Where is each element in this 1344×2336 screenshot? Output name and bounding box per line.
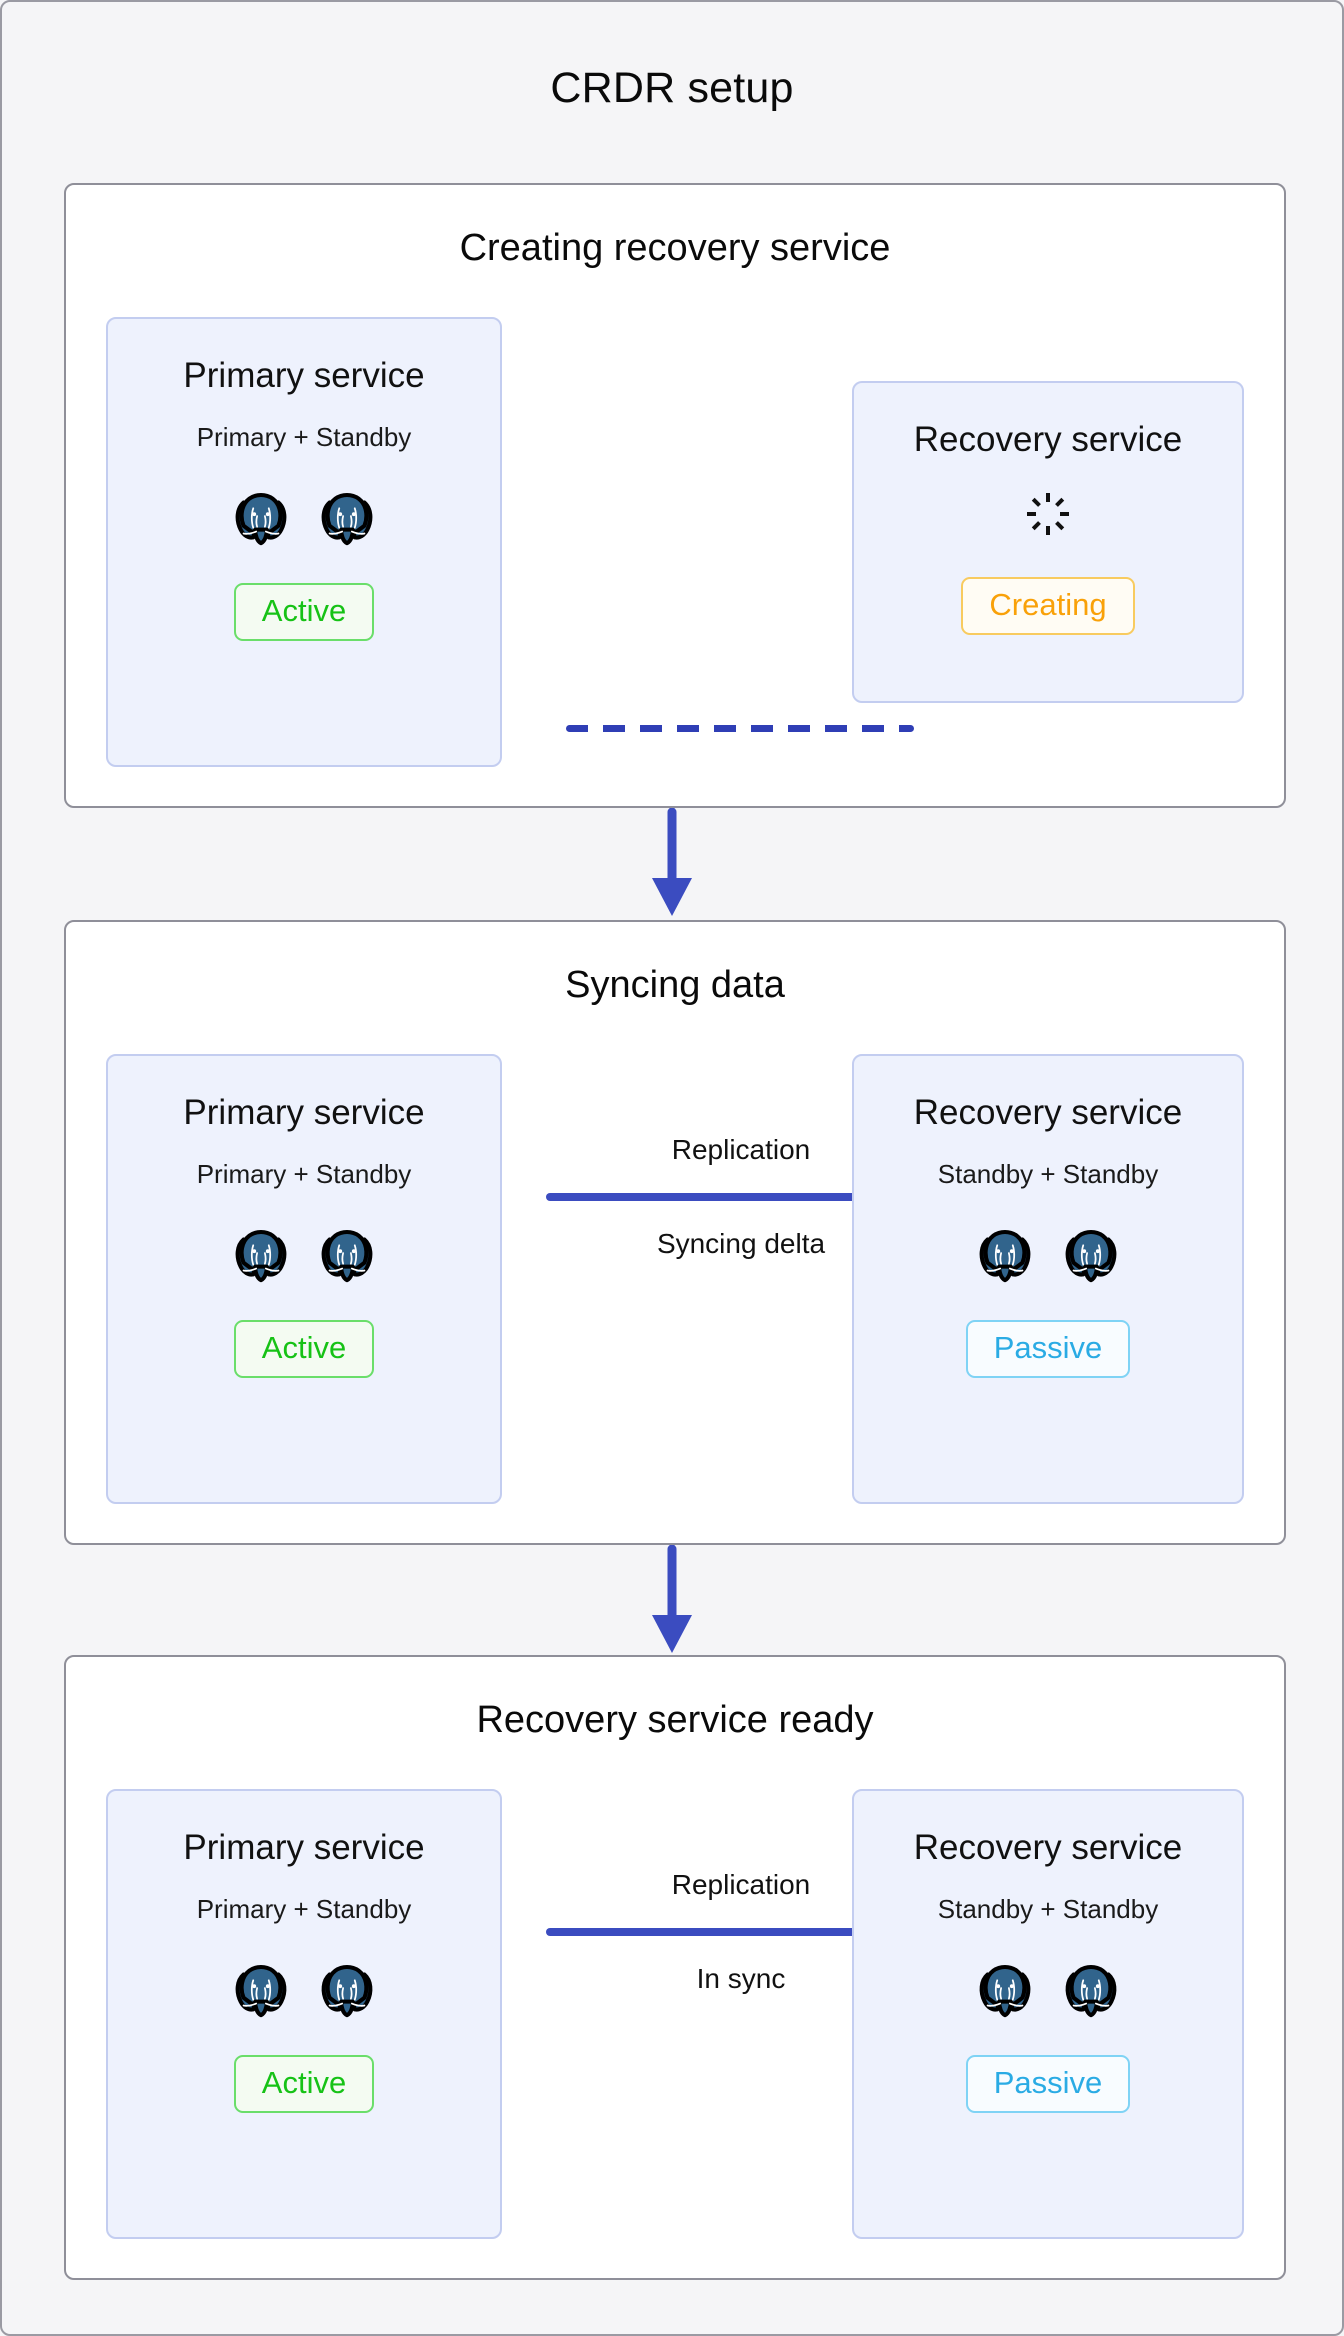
primary-service-card: Primary service Primary + Standby bbox=[106, 1789, 502, 2239]
postgresql-elephant-icon bbox=[230, 487, 292, 549]
recovery-service-card: Recovery service Standby + Standby bbox=[852, 1054, 1244, 1504]
replication-connector: Replication Syncing delta bbox=[546, 1134, 936, 1260]
postgresql-elephant-icon bbox=[316, 1959, 378, 2021]
card-title: Recovery service bbox=[913, 1093, 1183, 1132]
status-badge: Passive bbox=[965, 2054, 1131, 2113]
database-node-list bbox=[230, 1224, 378, 1286]
card-title: Primary service bbox=[183, 356, 425, 395]
postgresql-elephant-icon bbox=[230, 1959, 292, 2021]
section-creating-recovery-service: Creating recovery service Primary servic… bbox=[64, 183, 1286, 808]
section-title: Syncing data bbox=[565, 964, 785, 1006]
status-badge: Active bbox=[233, 582, 375, 641]
replication-top-label: Replication bbox=[671, 1134, 811, 1165]
replication-bottom-label: Syncing delta bbox=[656, 1228, 826, 1259]
status-badge: Creating bbox=[961, 576, 1135, 635]
card-title: Primary service bbox=[183, 1093, 425, 1132]
card-title: Recovery service bbox=[913, 1828, 1183, 1867]
down-arrow-icon bbox=[642, 1544, 702, 1662]
replication-bottom-label: In sync bbox=[696, 1963, 786, 1994]
status-badge: Passive bbox=[965, 1319, 1131, 1378]
status-badge: Active bbox=[233, 2054, 375, 2113]
recovery-service-card: Recovery service Creating bbox=[852, 381, 1244, 703]
dashed-link-icon bbox=[566, 725, 914, 732]
replication-top-label: Replication bbox=[671, 1869, 811, 1900]
database-node-list bbox=[974, 1959, 1122, 2021]
section-syncing-data: Syncing data Primary service Primary + S… bbox=[64, 920, 1286, 1545]
down-arrow-icon bbox=[642, 807, 702, 925]
database-node-list bbox=[974, 1224, 1122, 1286]
database-node-list bbox=[230, 1959, 378, 2021]
card-subtitle: Standby + Standby bbox=[937, 1893, 1159, 1924]
postgresql-elephant-icon bbox=[1060, 1959, 1122, 2021]
section-title: Recovery service ready bbox=[476, 1699, 874, 1741]
postgresql-elephant-icon bbox=[974, 1224, 1036, 1286]
card-subtitle: Standby + Standby bbox=[937, 1158, 1159, 1189]
card-subtitle: Primary + Standby bbox=[196, 1158, 412, 1189]
card-subtitle: Primary + Standby bbox=[196, 1893, 412, 1924]
section-recovery-service-ready: Recovery service ready Primary service P… bbox=[64, 1655, 1286, 2280]
postgresql-elephant-icon bbox=[316, 487, 378, 549]
postgresql-elephant-icon bbox=[974, 1959, 1036, 2021]
card-title: Recovery service bbox=[913, 420, 1183, 459]
page-title: CRDR setup bbox=[550, 64, 794, 112]
recovery-service-card: Recovery service Standby + Standby bbox=[852, 1789, 1244, 2239]
primary-service-card: Primary service Primary + Standby bbox=[106, 317, 502, 767]
primary-service-card: Primary service Primary + Standby bbox=[106, 1054, 502, 1504]
status-badge: Active bbox=[233, 1319, 375, 1378]
card-title: Primary service bbox=[183, 1828, 425, 1867]
card-subtitle: Primary + Standby bbox=[196, 421, 412, 452]
postgresql-elephant-icon bbox=[316, 1224, 378, 1286]
postgresql-elephant-icon bbox=[230, 1224, 292, 1286]
postgresql-elephant-icon bbox=[1060, 1224, 1122, 1286]
spinner-icon bbox=[1024, 490, 1072, 543]
database-node-list bbox=[230, 487, 378, 549]
section-title: Creating recovery service bbox=[459, 227, 891, 269]
